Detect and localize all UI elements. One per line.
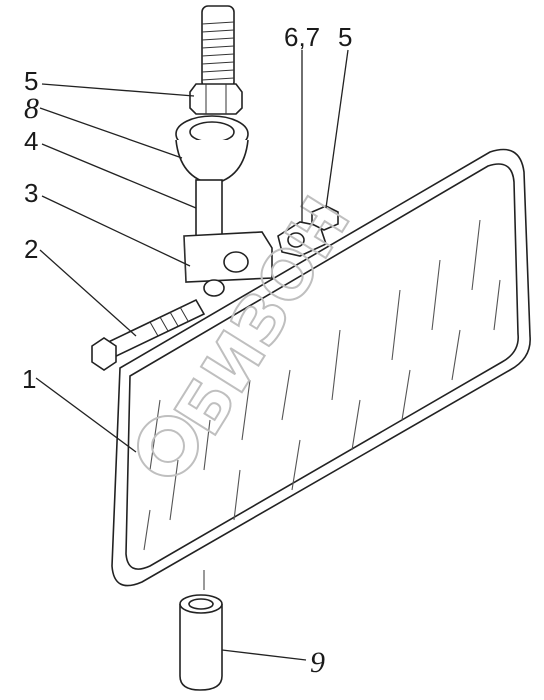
mirror-clamp <box>277 205 339 257</box>
callout-5-nut: 5 <box>24 66 38 96</box>
callout-4-rod: 4 <box>24 126 38 156</box>
threaded-stud <box>201 5 235 89</box>
glass-hatching <box>143 219 501 551</box>
hex-nut-top <box>189 83 243 115</box>
mirror-frame <box>111 148 531 587</box>
callout-3-bracket: 3 <box>24 178 38 208</box>
callout-1-mirror: 1 <box>22 364 36 394</box>
leader-lines <box>35 49 349 661</box>
callout-6-7-clamp: 6,7 <box>284 22 320 52</box>
callout-2-screw: 2 <box>24 234 38 264</box>
collar-washer <box>175 115 249 185</box>
callout-9-sleeve: 9 <box>310 646 325 679</box>
sleeve <box>179 570 223 691</box>
callout-8-collar: 8 <box>24 92 39 125</box>
callout-5-clamp-nut: 5 <box>338 22 352 52</box>
bracket <box>183 231 273 297</box>
adjusting-screw <box>91 298 206 371</box>
